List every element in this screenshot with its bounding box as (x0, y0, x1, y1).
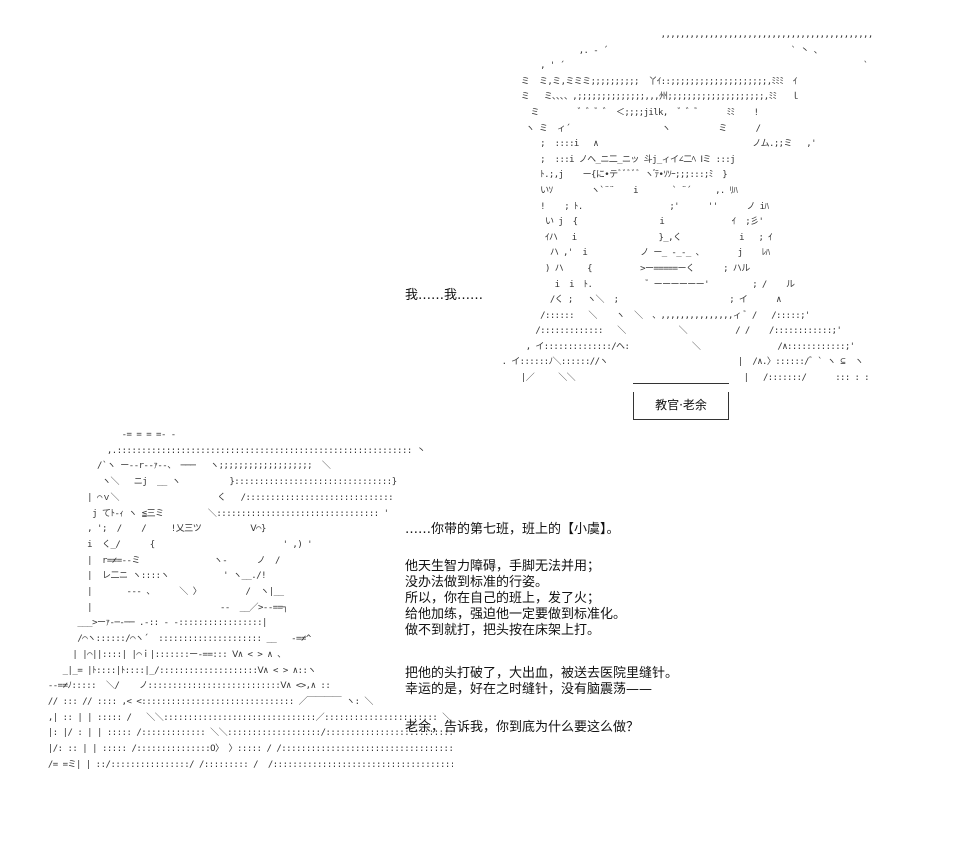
speaker-figure-ascii-art: -= = = =- - ,.::::::::::::::::::::::::::… (47, 430, 453, 770)
dialogue-line: 幸运的是，好在之时缝针，没有脑震荡—— (405, 682, 653, 697)
dialogue-line: 没办法做到标准的行姿。 (405, 575, 549, 590)
dialogue-line: 给他加练，强迫他一定要做到标准化。 (405, 607, 627, 622)
dialogue-line: 把他的头打破了，大出血，被送去医院里缝针。 (405, 666, 679, 681)
nameplate: 教官·老余 (633, 383, 729, 420)
dialogue-line: 他天生智力障碍，手脚无法并用； (405, 559, 601, 574)
dialogue-paragraph-3: 把他的头打破了，大出血，被送去医院里缝针。 幸运的是，好在之时缝针，没有脑震荡—… (405, 666, 678, 698)
dialogue-paragraph-4: 老余，告诉我，你到底为什么要这么做？ (405, 720, 639, 736)
dialogue-line: 做不到就打，把头按在床架上打。 (405, 623, 601, 638)
instructor-figure-ascii-art: ,,,,,,,,,,,,,,,,,,,,,,,,,,,,,,,,,,,,,,,,… (501, 30, 872, 384)
stammer-line: 我……我…… (405, 288, 484, 303)
dialogue-paragraph-2: 他天生智力障碍，手脚无法并用； 没办法做到标准的行姿。 所以，你在自己的班上，发… (405, 559, 626, 639)
dialogue-line: 老余，告诉我，你到底为什么要这么做？ (405, 720, 640, 735)
dialogue-line: 所以，你在自己的班上，发了火； (405, 591, 601, 606)
nameplate-label: 教官·老余 (655, 398, 707, 412)
dialogue-paragraph-1: ……你带的第七班，班上的【小虞】。 (405, 522, 620, 538)
dialogue-line: ……你带的第七班，班上的【小虞】。 (405, 522, 620, 537)
